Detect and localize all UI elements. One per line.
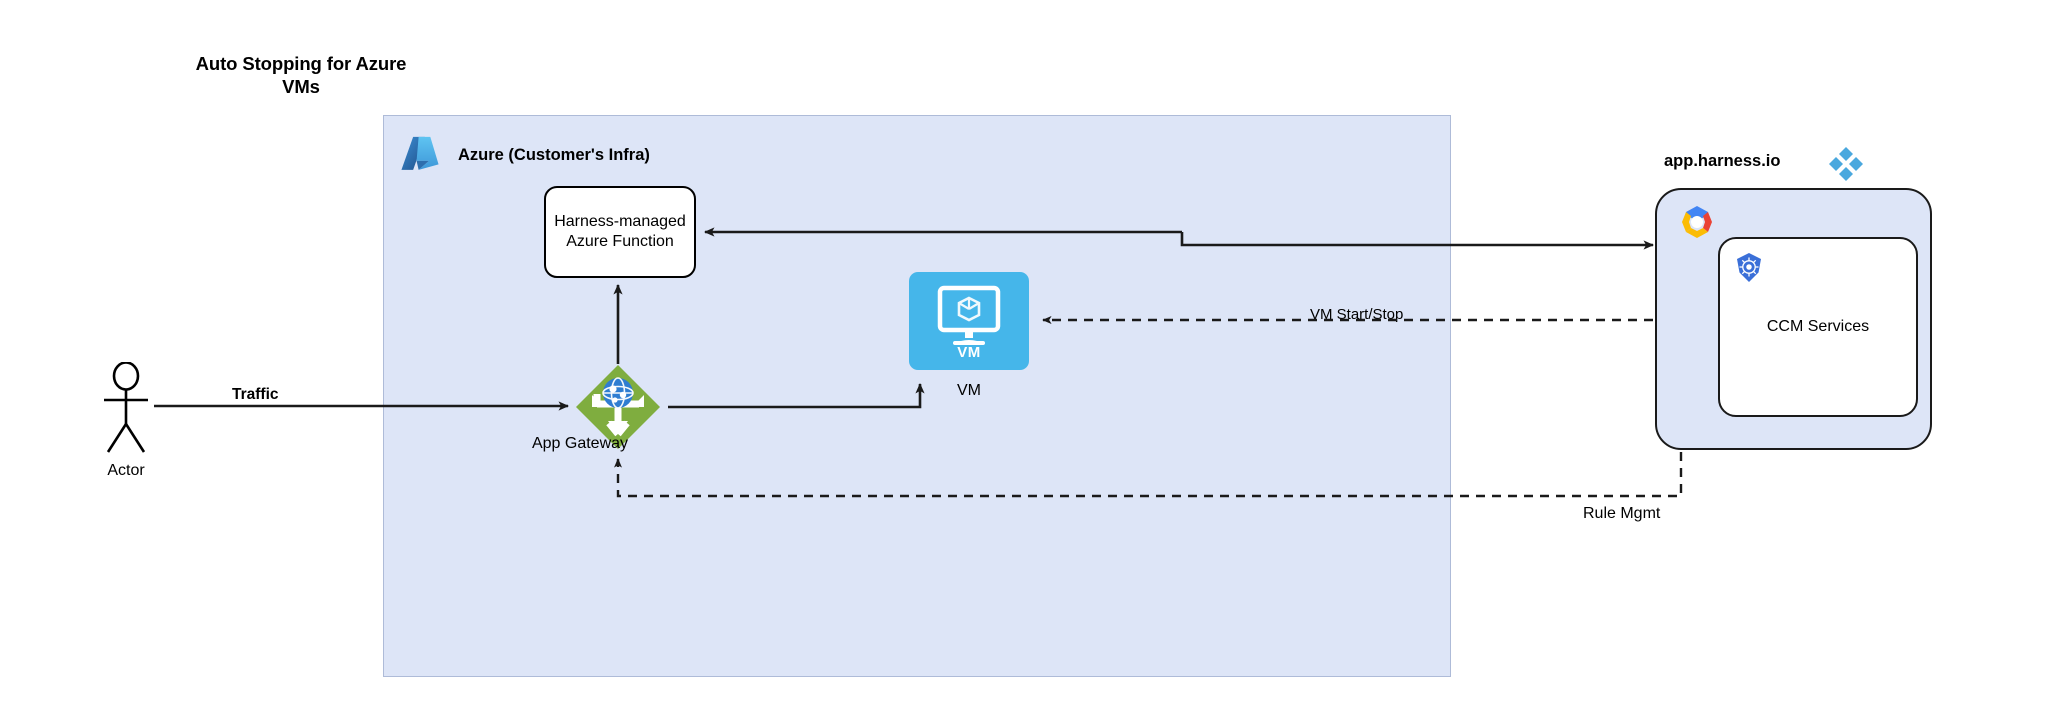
- traffic-edge-label: Traffic: [232, 386, 279, 403]
- vm-caption: VM: [957, 382, 981, 399]
- function-label: Harness-managed Azure Function: [554, 212, 686, 250]
- kubernetes-icon: [1732, 251, 1766, 285]
- application-gateway-icon[interactable]: [575, 364, 661, 450]
- google-cloud-logo-icon: [1677, 202, 1717, 242]
- virtual-machine-icon[interactable]: VM: [909, 272, 1029, 370]
- app-gateway-caption: App Gateway: [531, 435, 629, 452]
- page-title: Auto Stopping for Azure VMs: [195, 53, 407, 97]
- ccm-services-node[interactable]: CCM Services: [1718, 237, 1918, 417]
- vm-inner-label: VM: [957, 344, 981, 361]
- harness-app-label: app.harness.io: [1664, 152, 1781, 170]
- rule-mgmt-edge-label: Rule Mgmt: [1583, 505, 1661, 522]
- harness-io-container: CCM Services: [1655, 188, 1932, 450]
- actor-stick-figure-icon: [98, 361, 154, 454]
- harness-logo-icon: [1827, 145, 1865, 183]
- vm-start-stop-edge-label: VM Start/Stop: [1308, 306, 1406, 323]
- azure-logo-icon: [398, 132, 442, 176]
- azure-container-label: Azure (Customer's Infra): [458, 146, 650, 164]
- ccm-services-label: CCM Services: [1766, 318, 1870, 335]
- actor-caption: Actor: [107, 462, 145, 479]
- harness-managed-azure-function-node[interactable]: Harness-managed Azure Function: [544, 186, 696, 278]
